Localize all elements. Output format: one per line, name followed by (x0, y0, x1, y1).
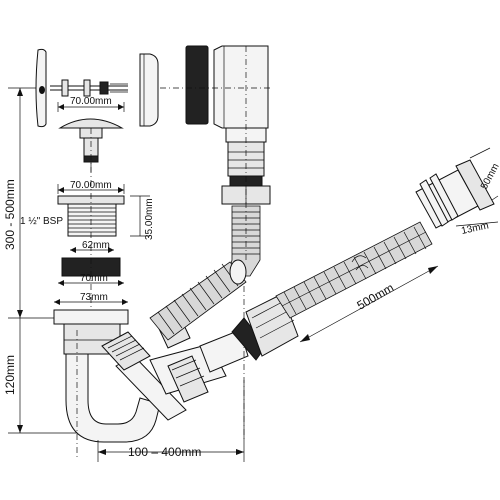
washer-73-label: 73mm (80, 292, 108, 303)
outlet-diameter-label: 50mm (479, 162, 500, 192)
bolt-assembly (50, 79, 128, 97)
cap-width-label: 70.00mm (70, 96, 112, 107)
plug-body-threaded: 70.00mm 1 ½" BSP 35.00mm 62mm (20, 180, 155, 253)
thread-height-label: 35.00mm (144, 198, 155, 240)
flange-side-view (139, 53, 159, 127)
bsp-thread-label: 1 ½" BSP (20, 216, 63, 227)
dimension-horizontal-reach: 100 – 400mm (97, 260, 245, 462)
hose-length-label: 500mm (355, 280, 397, 312)
dimension-trap-height: 120mm (3, 318, 110, 434)
outlet-depth-label: 13mm (460, 220, 489, 237)
washer-70-label: 70mm (80, 273, 108, 284)
dimension-total-height: 300 - 500mm (3, 87, 60, 319)
total-height-label: 300 - 500mm (3, 179, 17, 250)
trap-height-label: 120mm (3, 355, 17, 395)
dome-cap: 70.00mm (57, 96, 125, 172)
long-flexible-hose (275, 221, 433, 319)
outlet-connector (415, 159, 495, 229)
cap-side-view (35, 48, 47, 128)
overflow-head (160, 45, 271, 205)
horizontal-reach-label: 100 – 400mm (128, 445, 201, 459)
washer-62-label: 62mm (82, 240, 110, 251)
overflow-rubber-ring (185, 45, 209, 125)
